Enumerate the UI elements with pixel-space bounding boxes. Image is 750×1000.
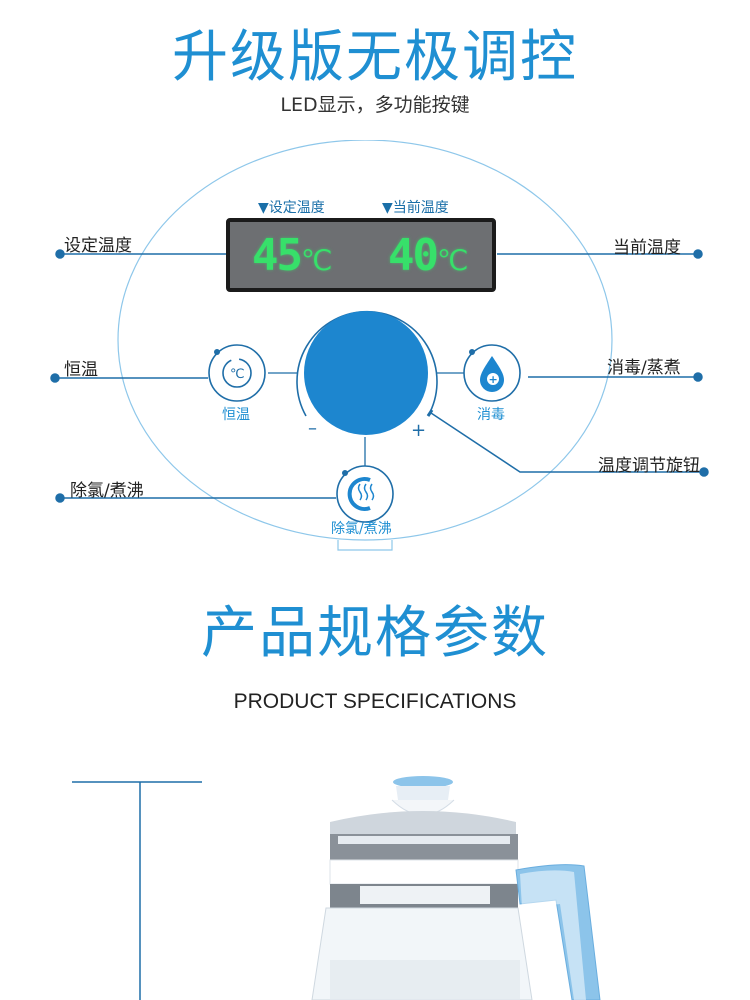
panel-outline bbox=[117, 140, 613, 541]
current-temp-readout: 40℃ bbox=[388, 234, 468, 283]
svg-text:+: + bbox=[489, 373, 498, 386]
boil-button-label: 除氯/煮沸 bbox=[331, 521, 392, 537]
knob-plus-label: + bbox=[411, 420, 427, 441]
callout-disinfect-steam: 消毒/蒸煮 bbox=[607, 358, 681, 378]
set-temp-caption: ▼设定温度 bbox=[258, 200, 325, 216]
current-temp-value: 40 bbox=[388, 230, 439, 281]
specs-title: 产品规格参数 bbox=[201, 601, 549, 666]
keep-warm-button: ℃ bbox=[208, 344, 266, 402]
set-temp-readout: 45℃ bbox=[252, 234, 332, 283]
set-temp-unit: ℃ bbox=[300, 244, 333, 277]
current-temp-unit: ℃ bbox=[436, 244, 469, 277]
disinfect-button-label: 消毒 bbox=[477, 407, 505, 423]
current-temp-caption: ▼当前温度 bbox=[382, 200, 449, 216]
set-temp-value: 45 bbox=[252, 230, 303, 281]
knob-minus-label: – bbox=[308, 418, 317, 439]
control-panel-diagram: ℃ + bbox=[50, 140, 709, 551]
boil-button bbox=[336, 465, 394, 523]
specs-subtitle: PRODUCT SPECIFICATIONS bbox=[233, 690, 517, 713]
disinfect-button: + bbox=[463, 344, 521, 402]
callout-keep-warm: 恒温 bbox=[64, 360, 98, 380]
callout-knob: 温度调节旋钮 bbox=[598, 456, 700, 476]
kettle-illustration bbox=[72, 776, 601, 1000]
page-subtitle: LED显示，多功能按键 bbox=[280, 94, 470, 116]
led-display: 45℃ 40℃ bbox=[226, 218, 496, 292]
temperature-knob bbox=[296, 310, 438, 435]
callout-dechlorinate-boil: 除氯/煮沸 bbox=[70, 481, 144, 501]
svg-text:℃: ℃ bbox=[230, 367, 245, 382]
callout-set-temp: 设定温度 bbox=[64, 236, 132, 256]
keep-warm-button-label: 恒温 bbox=[222, 407, 250, 423]
page-title: 升级版无极调控 bbox=[172, 25, 578, 90]
leader-lines bbox=[50, 249, 709, 503]
callout-current-temp: 当前温度 bbox=[613, 238, 681, 258]
